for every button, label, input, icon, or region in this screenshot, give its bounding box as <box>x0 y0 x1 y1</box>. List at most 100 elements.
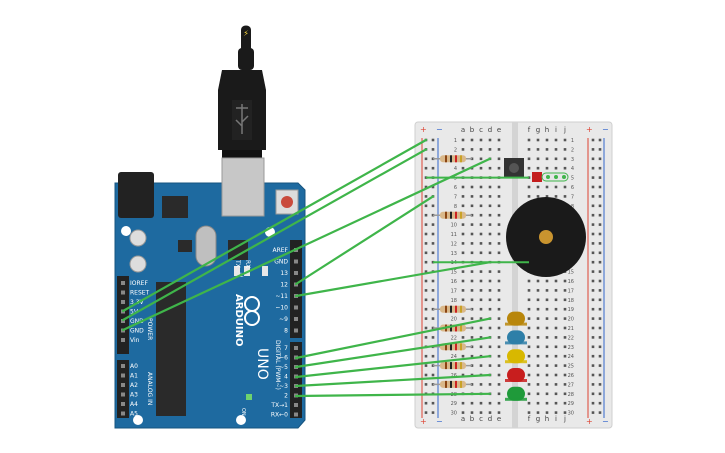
breadboard-hole[interactable] <box>470 298 474 302</box>
breadboard-hole[interactable] <box>554 195 558 198</box>
rail-hole[interactable] <box>598 401 602 405</box>
rail-hole[interactable] <box>591 232 595 236</box>
rail-hole[interactable] <box>424 326 428 330</box>
breadboard-hole[interactable] <box>563 148 567 151</box>
breadboard-hole[interactable] <box>545 401 549 405</box>
breadboard-hole[interactable] <box>479 270 483 273</box>
rail-hole[interactable] <box>591 326 595 330</box>
rail-hole[interactable] <box>591 270 595 273</box>
rail-hole[interactable] <box>424 185 428 189</box>
rail-hole[interactable] <box>591 401 595 405</box>
breadboard-hole[interactable] <box>554 336 558 339</box>
breadboard-hole[interactable] <box>497 392 501 396</box>
breadboard-hole[interactable] <box>527 392 531 396</box>
rail-hole[interactable] <box>591 317 595 320</box>
breadboard-hole[interactable] <box>488 242 492 245</box>
rail-hole[interactable] <box>598 364 602 367</box>
breadboard-hole[interactable] <box>563 307 567 311</box>
breadboard-hole[interactable] <box>497 213 501 217</box>
breadboard-hole[interactable] <box>497 307 501 311</box>
jumper-wire[interactable] <box>294 373 492 388</box>
rail-hole[interactable] <box>591 364 595 367</box>
breadboard-hole[interactable] <box>536 373 540 377</box>
breadboard-hole[interactable] <box>536 185 540 189</box>
breadboard-hole[interactable] <box>563 138 567 142</box>
breadboard-hole[interactable] <box>497 364 501 367</box>
breadboard-hole[interactable] <box>461 166 465 170</box>
rail-hole[interactable] <box>591 148 595 151</box>
rail-hole[interactable] <box>598 213 602 217</box>
breadboard-hole[interactable] <box>497 279 501 283</box>
rail-hole[interactable] <box>591 251 595 255</box>
rail-hole[interactable] <box>591 307 595 311</box>
breadboard-hole[interactable] <box>563 411 567 414</box>
rail-hole[interactable] <box>424 336 428 339</box>
breadboard-hole[interactable] <box>563 373 567 377</box>
rail-hole[interactable] <box>598 307 602 311</box>
analog-pin-hole[interactable] <box>121 383 125 387</box>
breadboard-hole[interactable] <box>545 383 549 386</box>
breadboard-hole[interactable] <box>479 195 483 198</box>
resistor[interactable] <box>440 305 466 313</box>
breadboard-hole[interactable] <box>536 279 540 283</box>
breadboard-hole[interactable] <box>497 157 501 161</box>
breadboard-hole[interactable] <box>545 279 549 283</box>
rail-hole[interactable] <box>431 289 435 292</box>
rail-hole[interactable] <box>591 213 595 217</box>
rail-hole[interactable] <box>598 232 602 236</box>
digital-pin-top-hole[interactable] <box>294 271 298 275</box>
rail-hole[interactable] <box>431 317 435 320</box>
breadboard-hole[interactable] <box>461 270 465 273</box>
breadboard-hole[interactable] <box>536 326 540 330</box>
breadboard-hole[interactable] <box>497 251 501 255</box>
rail-hole[interactable] <box>591 195 595 198</box>
breadboard-hole[interactable] <box>488 279 492 283</box>
digital-pin-bottom-hole[interactable] <box>294 346 298 350</box>
breadboard-hole[interactable] <box>479 383 483 386</box>
breadboard-hole[interactable] <box>563 166 567 170</box>
piezo-buzzer[interactable] <box>506 197 586 277</box>
pushbutton[interactable] <box>504 158 524 178</box>
breadboard-hole[interactable] <box>554 392 558 396</box>
breadboard-hole[interactable] <box>497 317 501 320</box>
breadboard-hole[interactable] <box>536 364 540 367</box>
breadboard-hole[interactable] <box>554 307 558 311</box>
breadboard-hole[interactable] <box>527 401 531 405</box>
rail-hole[interactable] <box>424 298 428 302</box>
rail-hole[interactable] <box>598 279 602 283</box>
breadboard-hole[interactable] <box>563 336 567 339</box>
rail-hole[interactable] <box>591 242 595 245</box>
breadboard-hole[interactable] <box>497 336 501 339</box>
rail-hole[interactable] <box>424 307 428 311</box>
breadboard-hole[interactable] <box>545 195 549 198</box>
breadboard-hole[interactable] <box>545 326 549 330</box>
rail-hole[interactable] <box>424 317 428 320</box>
rail-hole[interactable] <box>591 373 595 377</box>
breadboard-hole[interactable] <box>554 383 558 386</box>
breadboard-hole[interactable] <box>497 411 501 414</box>
breadboard-hole[interactable] <box>497 166 501 170</box>
breadboard-hole[interactable] <box>527 185 531 189</box>
breadboard-hole[interactable] <box>527 148 531 151</box>
led[interactable] <box>505 386 527 401</box>
breadboard-hole[interactable] <box>470 411 474 414</box>
breadboard-hole[interactable] <box>461 138 465 142</box>
breadboard-hole[interactable] <box>461 232 465 236</box>
breadboard-hole[interactable] <box>563 326 567 330</box>
breadboard-hole[interactable] <box>536 148 540 151</box>
breadboard-hole[interactable] <box>536 317 540 320</box>
breadboard-hole[interactable] <box>527 345 531 349</box>
rail-hole[interactable] <box>431 336 435 339</box>
breadboard-hole[interactable] <box>527 383 531 386</box>
analog-pin-hole[interactable] <box>121 411 125 416</box>
breadboard-hole[interactable] <box>527 307 531 311</box>
breadboard-hole[interactable] <box>488 204 492 208</box>
breadboard-hole[interactable] <box>497 242 501 245</box>
breadboard-hole[interactable] <box>461 411 465 414</box>
breadboard-hole[interactable] <box>536 401 540 405</box>
jumper-wire[interactable] <box>121 148 428 322</box>
breadboard-hole[interactable] <box>563 383 567 386</box>
breadboard-hole[interactable] <box>527 373 531 377</box>
breadboard-hole[interactable] <box>536 336 540 339</box>
breadboard-hole[interactable] <box>479 148 483 151</box>
